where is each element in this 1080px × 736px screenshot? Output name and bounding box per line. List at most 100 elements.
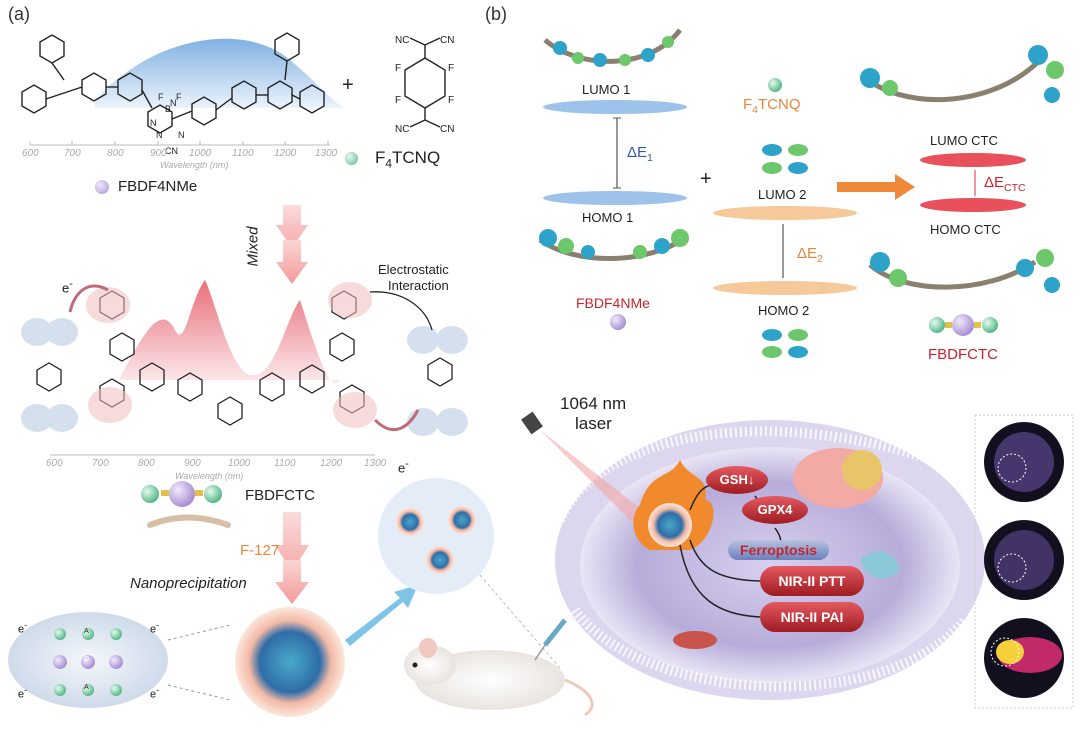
plus-sign-a: + [342,74,354,96]
ferroptosis-label: Ferroptosis [728,540,830,560]
electrostatic-label-1: Electrostatic [378,262,449,277]
tick-top-1000: 1000 [189,148,212,159]
lumo1-label: LUMO 1 [582,82,631,97]
tick-mid-900: 900 [184,458,201,469]
orbital-homo1 [538,229,689,261]
fbdf4nme-label: FBDF4NMe [118,178,198,195]
mixed-arrow [276,205,308,284]
core-structure-bubble [8,612,231,708]
tick-mid-1300: 1300 [364,458,387,469]
tick-mid-1200: 1200 [320,458,343,469]
tick-top-1200: 1200 [274,148,297,159]
atom-cn: CN [165,146,178,156]
fbdfctc-label-b: FBDFCTC [928,346,998,363]
f4tcnq-dot [345,152,358,165]
delta-e2-label: ΔE2 [797,245,823,265]
core-letter-a-bottom: A [84,684,89,691]
micelle-inset [378,478,561,669]
laser-label-2: laser [575,414,612,433]
tick-mid-1000: 1000 [228,458,251,469]
core-letter-d: D [84,656,90,663]
cn-highlights [21,318,468,436]
nanoprecipitation-label: Nanoprecipitation [130,575,247,592]
f4tcnq-atom-f1: F [395,63,402,74]
homo1-label: HOMO 1 [582,210,634,225]
electron-arrow-left [68,284,109,313]
atom-f1: F [158,92,164,102]
homo2-label: HOMO 2 [758,303,810,318]
orbital-lumo1 [543,28,682,67]
injection-arrow [345,585,418,646]
f4tcnq-label-b: F4TCNQ [743,96,801,116]
orbital-homo2 [762,329,808,358]
axis-title-top: Wavelength (nm) [160,160,229,170]
fbdfctc-glyph [141,481,231,528]
electrostatic-label-2: Interaction [388,278,449,293]
lumo-ctc-label: LUMO CTC [930,133,998,148]
orbital-lumo2 [762,144,808,174]
fbdf4nme-dot-b [610,314,626,330]
nanoprecipitation-arrow [275,512,309,604]
electron-arrow-right [373,409,420,432]
panel-a-label: (a) [8,4,30,24]
orbital-homo-ctc [868,249,1060,293]
mouse [404,618,594,717]
f4tcnq-atom-f2: F [448,63,455,74]
core-electron-3: e- [150,620,160,636]
tick-top-900: 900 [150,148,167,159]
energy-levels [543,100,1026,295]
atom-n3: N [156,130,163,140]
atom-f2: F [176,92,182,102]
f4tcnq-atom-nc-top: NC [395,35,410,46]
fbdf4nme-label-b: FBDF4NMe [576,295,650,311]
fbdf4nme-structure [21,32,325,134]
nme-highlights [86,282,377,428]
f4tcnq-dot-b [768,78,782,92]
fbdfctc-label-a: FBDFCTC [245,487,315,504]
panel-b-label: (b) [485,4,507,24]
plus-sign-b: + [700,168,712,190]
f127-label: F-127 [240,542,280,559]
tick-top-800: 800 [107,148,124,159]
atom-n4: N [178,130,185,140]
gsh-pill: GSH↓ [706,466,768,494]
orbital-lumo-ctc [860,45,1064,103]
cell [555,420,985,700]
tick-top-700: 700 [64,148,81,159]
core-letter-a-top: A [84,628,89,635]
f4tcnq-atom-cn-top: CN [440,35,455,46]
axis-title-mid: Wavelength (nm) [175,471,244,481]
f4tcnq-atom-nc-bottom: NC [395,124,410,135]
pathway-arrows [679,483,782,618]
delta-ectc-label: ΔECTC [984,174,1026,194]
homo-ctc-label: HOMO CTC [930,222,1001,237]
tick-top-1100: 1100 [232,148,254,159]
electron-left: e- [62,278,73,296]
delta-e1-label: ΔE1 [627,144,653,164]
cell-nanoparticle [633,460,714,550]
tick-top-1300: 1300 [315,148,338,159]
imaging-panel [974,414,1074,709]
nanoparticle [235,607,345,717]
tick-mid-1100: 1100 [274,458,296,469]
atom-b: B [165,104,172,114]
core-electron-2: e- [18,685,28,701]
atom-n2: N [170,98,177,108]
laser-label-1: 1064 nm [560,394,627,413]
f4tcnq-structure [404,37,446,128]
electron-right: e- [398,458,409,476]
tick-mid-800: 800 [138,458,155,469]
tick-mid-700: 700 [92,458,109,469]
core-electron-4: e- [150,685,160,701]
lumo2-label: LUMO 2 [758,187,807,202]
electrostatic-arrow [369,291,433,331]
mixed-label: Mixed [244,226,262,267]
fbdfctc-glyph-b [929,314,998,336]
core-electron-1: e- [18,620,28,636]
pai-pill: NIR-II PAI [760,602,864,632]
spectrum-middle [50,280,375,456]
laser [521,411,655,530]
f4tcnq-atom-f3: F [395,95,402,106]
fbdf4nme-dot [95,180,109,194]
